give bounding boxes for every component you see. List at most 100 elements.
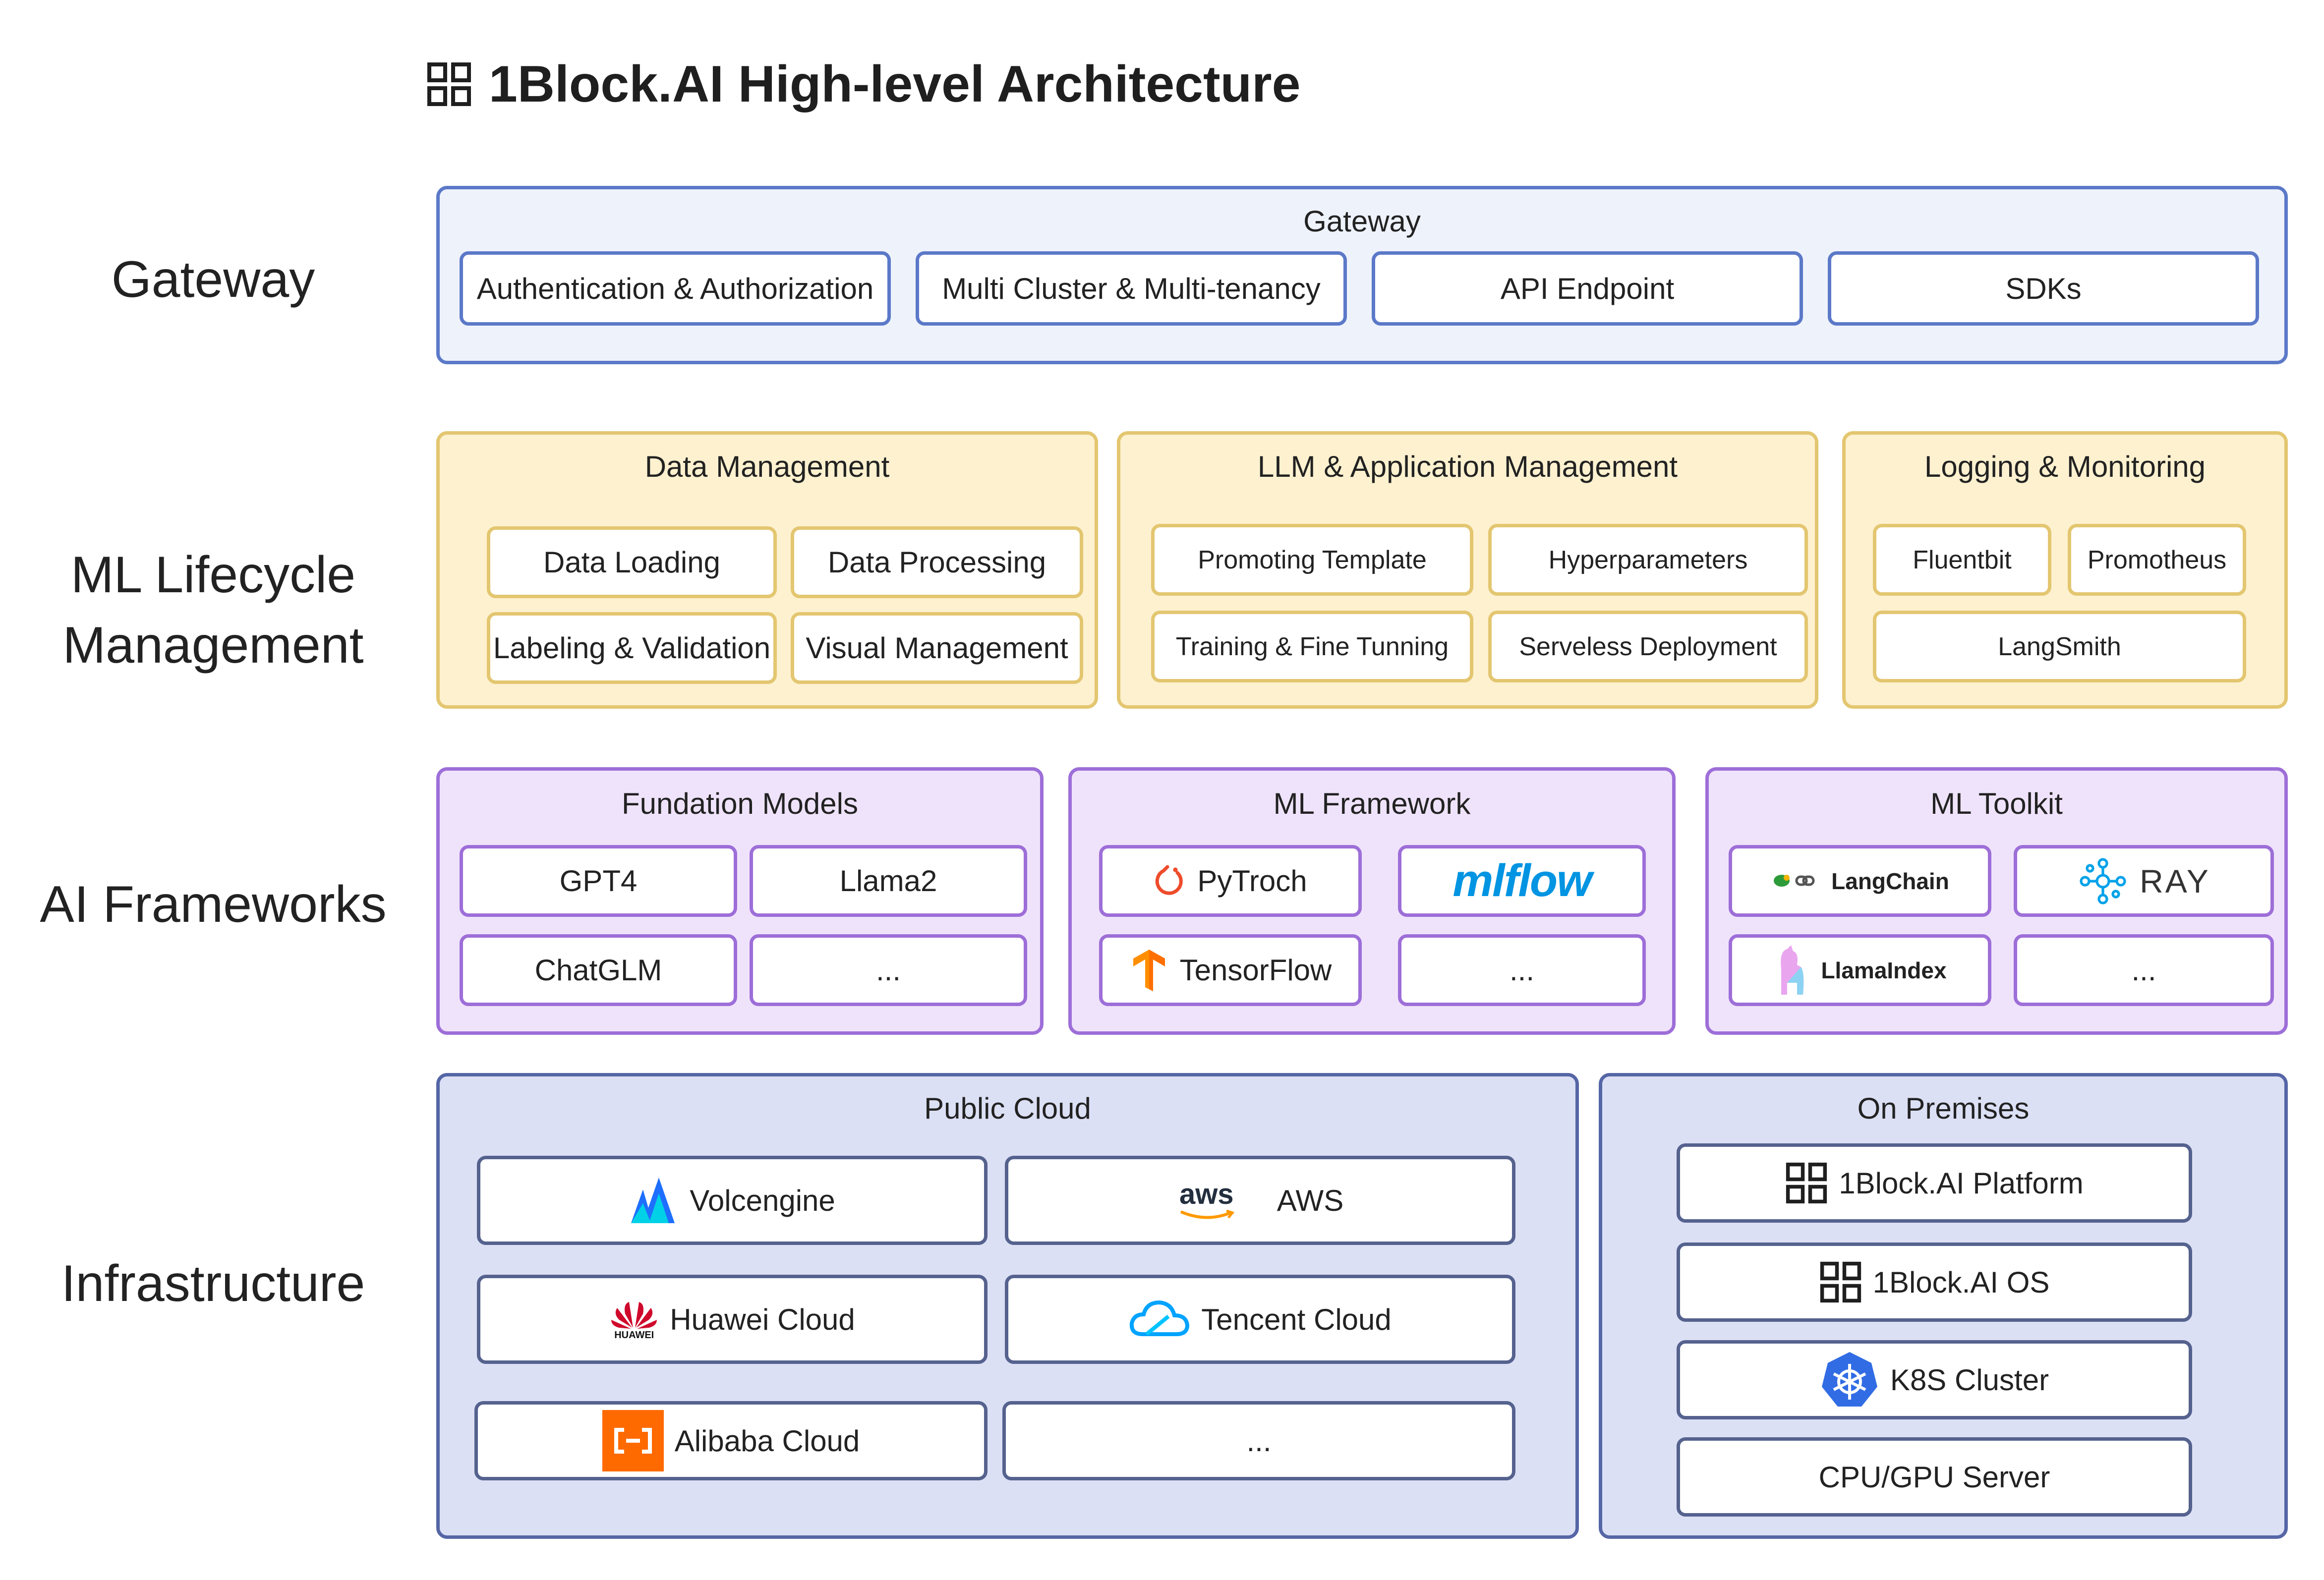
langsmith-label: LangSmith [1998, 632, 2121, 661]
labeling-validation-label: Labeling & Validation [493, 631, 771, 665]
ml-framework-panel: ML Framework PyTroch mlflow TensorFlow .… [1068, 767, 1676, 1035]
langsmith-card[interactable]: LangSmith [1873, 611, 2246, 682]
huawei-icon: HUAWEI [609, 1298, 659, 1341]
hyperparameters-card[interactable]: Hyperparameters [1488, 524, 1808, 596]
public-cloud-title: Public Cloud [924, 1092, 1091, 1125]
logging-monitoring-panel: Logging & Monitoring Fluentbit Promotheu… [1842, 431, 2288, 709]
gateway-panel: Gateway Authentication & Authorization M… [436, 186, 2288, 364]
ray-icon [2077, 855, 2129, 907]
k8s-cluster-card[interactable]: K8S Cluster [1677, 1340, 2192, 1419]
gateway-sdks-card[interactable]: SDKs [1828, 251, 2259, 326]
pytorch-label: PyTroch [1197, 864, 1307, 898]
volcengine-icon [629, 1176, 679, 1225]
data-management-title: Data Management [644, 450, 890, 483]
gateway-auth-label: Authentication & Authorization [476, 272, 874, 305]
kubernetes-icon [1820, 1350, 1879, 1410]
alibaba-cloud-icon [602, 1410, 664, 1471]
langchain-card[interactable]: LangChain [1729, 845, 1991, 917]
gateway-api-endpoint-card[interactable]: API Endpoint [1372, 251, 1803, 326]
visual-management-label: Visual Management [806, 631, 1068, 665]
langchain-icon [1771, 869, 1820, 894]
alibaba-cloud-card[interactable]: Alibaba Cloud [474, 1401, 988, 1480]
ml-toolkit-panel: ML Toolkit LangChain RAY LlamaIndex ... [1705, 767, 2288, 1035]
blocks-logo-icon [1785, 1162, 1828, 1204]
training-finetuning-label: Training & Fine Tunning [1175, 632, 1449, 661]
pytorch-icon [1154, 863, 1186, 900]
gateway-panel-title: Gateway [1303, 205, 1421, 238]
diagram-title: 1Block.AI High-level Architecture [426, 55, 1301, 114]
row-label-gateway: Gateway [111, 251, 315, 308]
gateway-auth-card[interactable]: Authentication & Authorization [460, 251, 891, 326]
llamaindex-label: LlamaIndex [1821, 957, 1947, 983]
foundation-more-card[interactable]: ... [750, 934, 1027, 1006]
chatglm-card[interactable]: ChatGLM [460, 934, 737, 1006]
blocks-logo-icon [426, 61, 472, 107]
gateway-multicluster-card[interactable]: Multi Cluster & Multi-tenancy [916, 251, 1347, 326]
mlframework-more-card[interactable]: ... [1398, 934, 1646, 1006]
mlflow-logo: mlflow [1452, 855, 1592, 906]
os-card[interactable]: 1Block.AI OS [1677, 1242, 2192, 1322]
blocks-logo-icon [1819, 1261, 1862, 1303]
platform-card[interactable]: 1Block.AI Platform [1677, 1143, 2192, 1223]
huawei-logo-text: HUAWEI [614, 1330, 654, 1341]
serverless-deployment-card[interactable]: Serveless Deployment [1488, 611, 1808, 682]
pytorch-card[interactable]: PyTroch [1099, 845, 1362, 917]
toolkit-more-label: ... [2131, 954, 2156, 987]
gateway-sdks-label: SDKs [2005, 272, 2082, 305]
tencent-cloud-card[interactable]: Tencent Cloud [1005, 1275, 1515, 1364]
toolkit-more-card[interactable]: ... [2014, 934, 2274, 1006]
on-premises-panel: On Premises 1Block.AI Platform 1Block.AI… [1599, 1073, 2288, 1539]
data-loading-label: Data Loading [543, 546, 720, 579]
mlflow-card[interactable]: mlflow [1398, 845, 1646, 917]
foundation-models-title: Fundation Models [622, 787, 858, 820]
public-cloud-more-card[interactable]: ... [1002, 1401, 1515, 1480]
ml-toolkit-title: ML Toolkit [1930, 787, 2063, 820]
gpt4-card[interactable]: GPT4 [460, 845, 737, 917]
llama2-label: Llama2 [839, 864, 937, 898]
gateway-api-endpoint-label: API Endpoint [1500, 272, 1675, 305]
row-label-ml-lifecycle-1: ML Lifecycle [70, 546, 356, 604]
labeling-validation-card[interactable]: Labeling & Validation [487, 612, 777, 684]
hyperparameters-label: Hyperparameters [1548, 545, 1748, 574]
cpu-gpu-server-card[interactable]: CPU/GPU Server [1677, 1437, 2192, 1517]
aws-logo-text: aws [1179, 1178, 1234, 1210]
serverless-deployment-label: Serveless Deployment [1519, 632, 1777, 661]
llamaindex-icon [1773, 943, 1810, 998]
training-finetuning-card[interactable]: Training & Fine Tunning [1151, 611, 1473, 682]
llama2-card[interactable]: Llama2 [750, 845, 1027, 917]
aws-label: AWS [1277, 1184, 1344, 1217]
gateway-multicluster-label: Multi Cluster & Multi-tenancy [942, 272, 1321, 305]
llm-management-title: LLM & Application Management [1257, 450, 1678, 483]
aws-icon: aws [1177, 1180, 1236, 1221]
fluentbit-card[interactable]: Fluentbit [1873, 524, 2051, 596]
data-management-panel: Data Management Data Loading Data Proces… [436, 431, 1098, 709]
data-loading-card[interactable]: Data Loading [487, 526, 777, 598]
llamaindex-card[interactable]: LlamaIndex [1729, 934, 1991, 1006]
public-cloud-panel: Public Cloud Volcengine aws AWS HUAWEI H… [436, 1073, 1579, 1539]
cpu-gpu-server-label: CPU/GPU Server [1818, 1460, 2050, 1494]
on-premises-title: On Premises [1857, 1092, 2030, 1125]
ray-label: RAY [2140, 862, 2210, 900]
gpt4-label: GPT4 [559, 864, 638, 898]
tencent-cloud-icon [1129, 1298, 1190, 1340]
tensorflow-card[interactable]: TensorFlow [1099, 934, 1362, 1006]
visual-management-card[interactable]: Visual Management [791, 612, 1083, 684]
row-label-ml-lifecycle-2: Management [62, 617, 364, 674]
prompting-template-card[interactable]: Promoting Template [1151, 524, 1473, 596]
ml-framework-title: ML Framework [1273, 787, 1471, 820]
data-processing-card[interactable]: Data Processing [791, 526, 1083, 598]
tencent-cloud-label: Tencent Cloud [1201, 1302, 1392, 1336]
row-label-ai-frameworks: AI Frameworks [40, 876, 387, 933]
chatglm-label: ChatGLM [534, 954, 662, 987]
llm-management-panel: LLM & Application Management Promoting T… [1117, 431, 1818, 709]
tensorflow-icon [1129, 949, 1169, 992]
huawei-cloud-card[interactable]: HUAWEI Huawei Cloud [477, 1275, 988, 1364]
foundation-more-label: ... [875, 954, 901, 987]
aws-card[interactable]: aws AWS [1005, 1156, 1515, 1245]
prometheus-card[interactable]: Promotheus [2068, 524, 2246, 596]
volcengine-card[interactable]: Volcengine [477, 1156, 988, 1245]
prometheus-label: Promotheus [2087, 545, 2227, 574]
logging-monitoring-title: Logging & Monitoring [1924, 450, 2206, 483]
ray-card[interactable]: RAY [2014, 845, 2274, 917]
prompting-template-label: Promoting Template [1198, 545, 1427, 574]
